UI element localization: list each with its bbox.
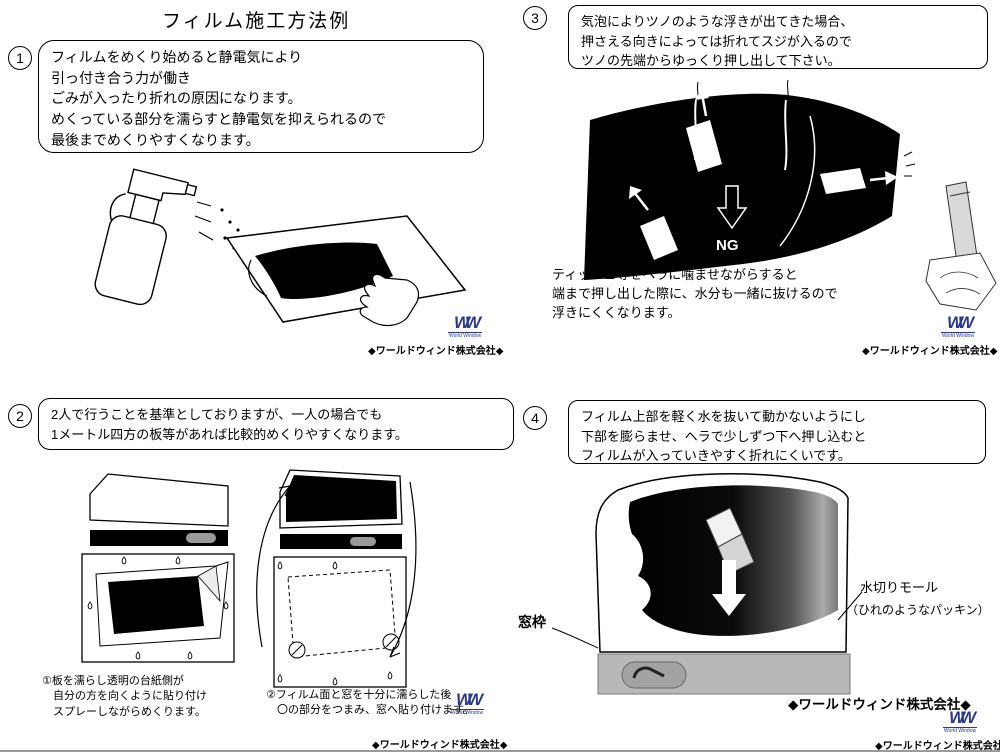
step2-number: 2 [8, 404, 32, 428]
step1-line: ごみが入ったり折れの原因になります。 [51, 90, 302, 107]
caption-line: ②フィルム面と窓を十分に濡らした後 [266, 689, 452, 701]
step2-board-illustration [81, 473, 235, 663]
spray-mist [194, 201, 214, 241]
company-name: ◆ワールドウィンド株式会社◆ [862, 346, 998, 357]
squeegee-diagonal [629, 186, 678, 260]
step4-door-illustration [551, 473, 863, 695]
caption-line: 〇の部分をつまみ、窓へ貼り付けます。 [266, 704, 474, 717]
step4-line: フィルム上部を軽く水を抜いて動かないようにし [581, 409, 866, 424]
ww-logo: WW World Window [941, 314, 975, 339]
squeegee-up [686, 88, 722, 172]
step4-number: 4 [523, 406, 547, 430]
ww-logo: WW World Window [448, 314, 482, 339]
company-name-large: ◆ワールドウィンド株式会社◆ [788, 697, 971, 712]
ww-logo-name: World Window [448, 332, 482, 339]
door-handle [632, 666, 665, 679]
hand-illustration [359, 273, 420, 327]
step1-line: 引っ付き合う力が働き [51, 69, 191, 86]
ww-logo-name: World Window [943, 727, 977, 734]
step3-number: 3 [523, 6, 547, 30]
step2-window-illustration [256, 469, 417, 688]
step1-number: 1 [8, 46, 32, 70]
step1-line: 最後までめくりやすくなります。 [51, 131, 260, 148]
film-black-area [255, 242, 393, 300]
step3-line: 押さえる向きによっては折れてスジが入るので [581, 33, 852, 49]
company-name: ◆ワールドウィンド株式会社◆ [372, 740, 508, 751]
ww-logo: WW World Window [450, 691, 484, 716]
ww-logo-name: World Window [941, 332, 975, 339]
step2-caption2: ②フィルム面と窓を十分に濡らした後 〇の部分をつまみ、窓へ貼り付けます。 [266, 688, 474, 719]
push-down-arrow [712, 560, 746, 616]
step1-line: めくっている部分を濡らすと静電気を抑えられるので [51, 111, 387, 128]
caption-line: スプレーしながらめくります。 [42, 705, 206, 718]
step3-bubble: 気泡によりツノのような浮きが出てきた場合、 押さえる向きによっては折れてスジが入… [568, 5, 988, 69]
note-line: 浮きにくくなります。 [552, 304, 681, 320]
door-handle-pocket [621, 661, 687, 689]
ww-logo-letters: WW [453, 313, 481, 332]
note-line: 端まで押し出した際に、水分も一緒に抜けるので [552, 285, 838, 301]
note-line: ティッシュ等をヘラに噛ませながらすると [552, 267, 798, 282]
spray-bottle-illustration [94, 168, 467, 327]
company-name: ◆ワールドウィンド株式会社◆ [368, 346, 504, 357]
step2-line: 2人で行うことを基準としておりますが、一人の場合でも [51, 407, 383, 422]
caption-line: 自分の方を向くように貼り付け [42, 690, 207, 703]
pointer-lines [551, 591, 863, 649]
step2-bubble: 2人で行うことを基準としておりますが、一人の場合でも 1メートル四方の板等があれ… [38, 398, 514, 450]
page-bottom-rule [0, 750, 1000, 752]
step4-line: フィルムが入っていきやすく折れにくいです。 [581, 448, 851, 463]
step3-line: 気泡によりツノのような浮きが出てきた場合、 [581, 14, 854, 29]
step2-line: 1メートル四方の板等があれば比較的めくりやすくなります。 [51, 426, 408, 442]
water-droplets [277, 561, 393, 686]
step1-line: フィルムをめくり始めると静電気により [51, 49, 303, 65]
ww-logo-letters: WW [455, 690, 483, 709]
horn-lift-marks [696, 79, 789, 103]
company-name: ◆ワールドウィンド株式会社◆ [875, 741, 1000, 752]
ww-logo-name: World Window [450, 709, 484, 716]
film-curl [248, 259, 268, 297]
tissue-squeegee [925, 181, 997, 311]
step3-line: ツノの先端からゆっくり押し出して下さい。 [581, 53, 841, 68]
pinch-circles [288, 633, 400, 659]
molding-label: 水切りモール [860, 580, 939, 595]
step3-window-illustration: NG [584, 79, 997, 311]
ww-logo: WW World Window [943, 709, 977, 734]
window-frame-label: 窓枠 [518, 614, 546, 630]
step3-note: ティッシュ等をヘラに噛ませながらすると 端まで押し出した際に、水分も一緒に抜ける… [552, 266, 838, 323]
ww-logo-letters: WW [946, 313, 974, 332]
molding-sublabel: （ひれのようなパッキン） [846, 603, 990, 617]
ww-logo-letters: WW [948, 708, 976, 727]
step4-bubble: フィルム上部を軽く水を抜いて動かないようにし 下部を膨らませ、ヘラで少しずつ下へ… [568, 400, 986, 464]
page-title: フィルム施工方法例 [162, 11, 351, 32]
ng-label: NG [716, 237, 739, 254]
squeegee-to-edge [820, 151, 916, 194]
water-droplets [87, 556, 229, 660]
step1-bubble: フィルムをめくり始めると静電気により 引っ付き合う力が働き ごみが入ったり折れの… [38, 40, 484, 153]
step2-caption1: ①板を濡らし透明の台紙側が 自分の方を向くように貼り付け スプレーしながらめくり… [42, 674, 207, 720]
ng-arrow: NG [716, 185, 748, 254]
caption-line: ①板を濡らし透明の台紙側が [42, 675, 184, 687]
step4-line: 下部を膨らませ、ヘラで少しずつ下へ押し込むと [581, 428, 867, 444]
rotate-arrows [256, 481, 417, 658]
